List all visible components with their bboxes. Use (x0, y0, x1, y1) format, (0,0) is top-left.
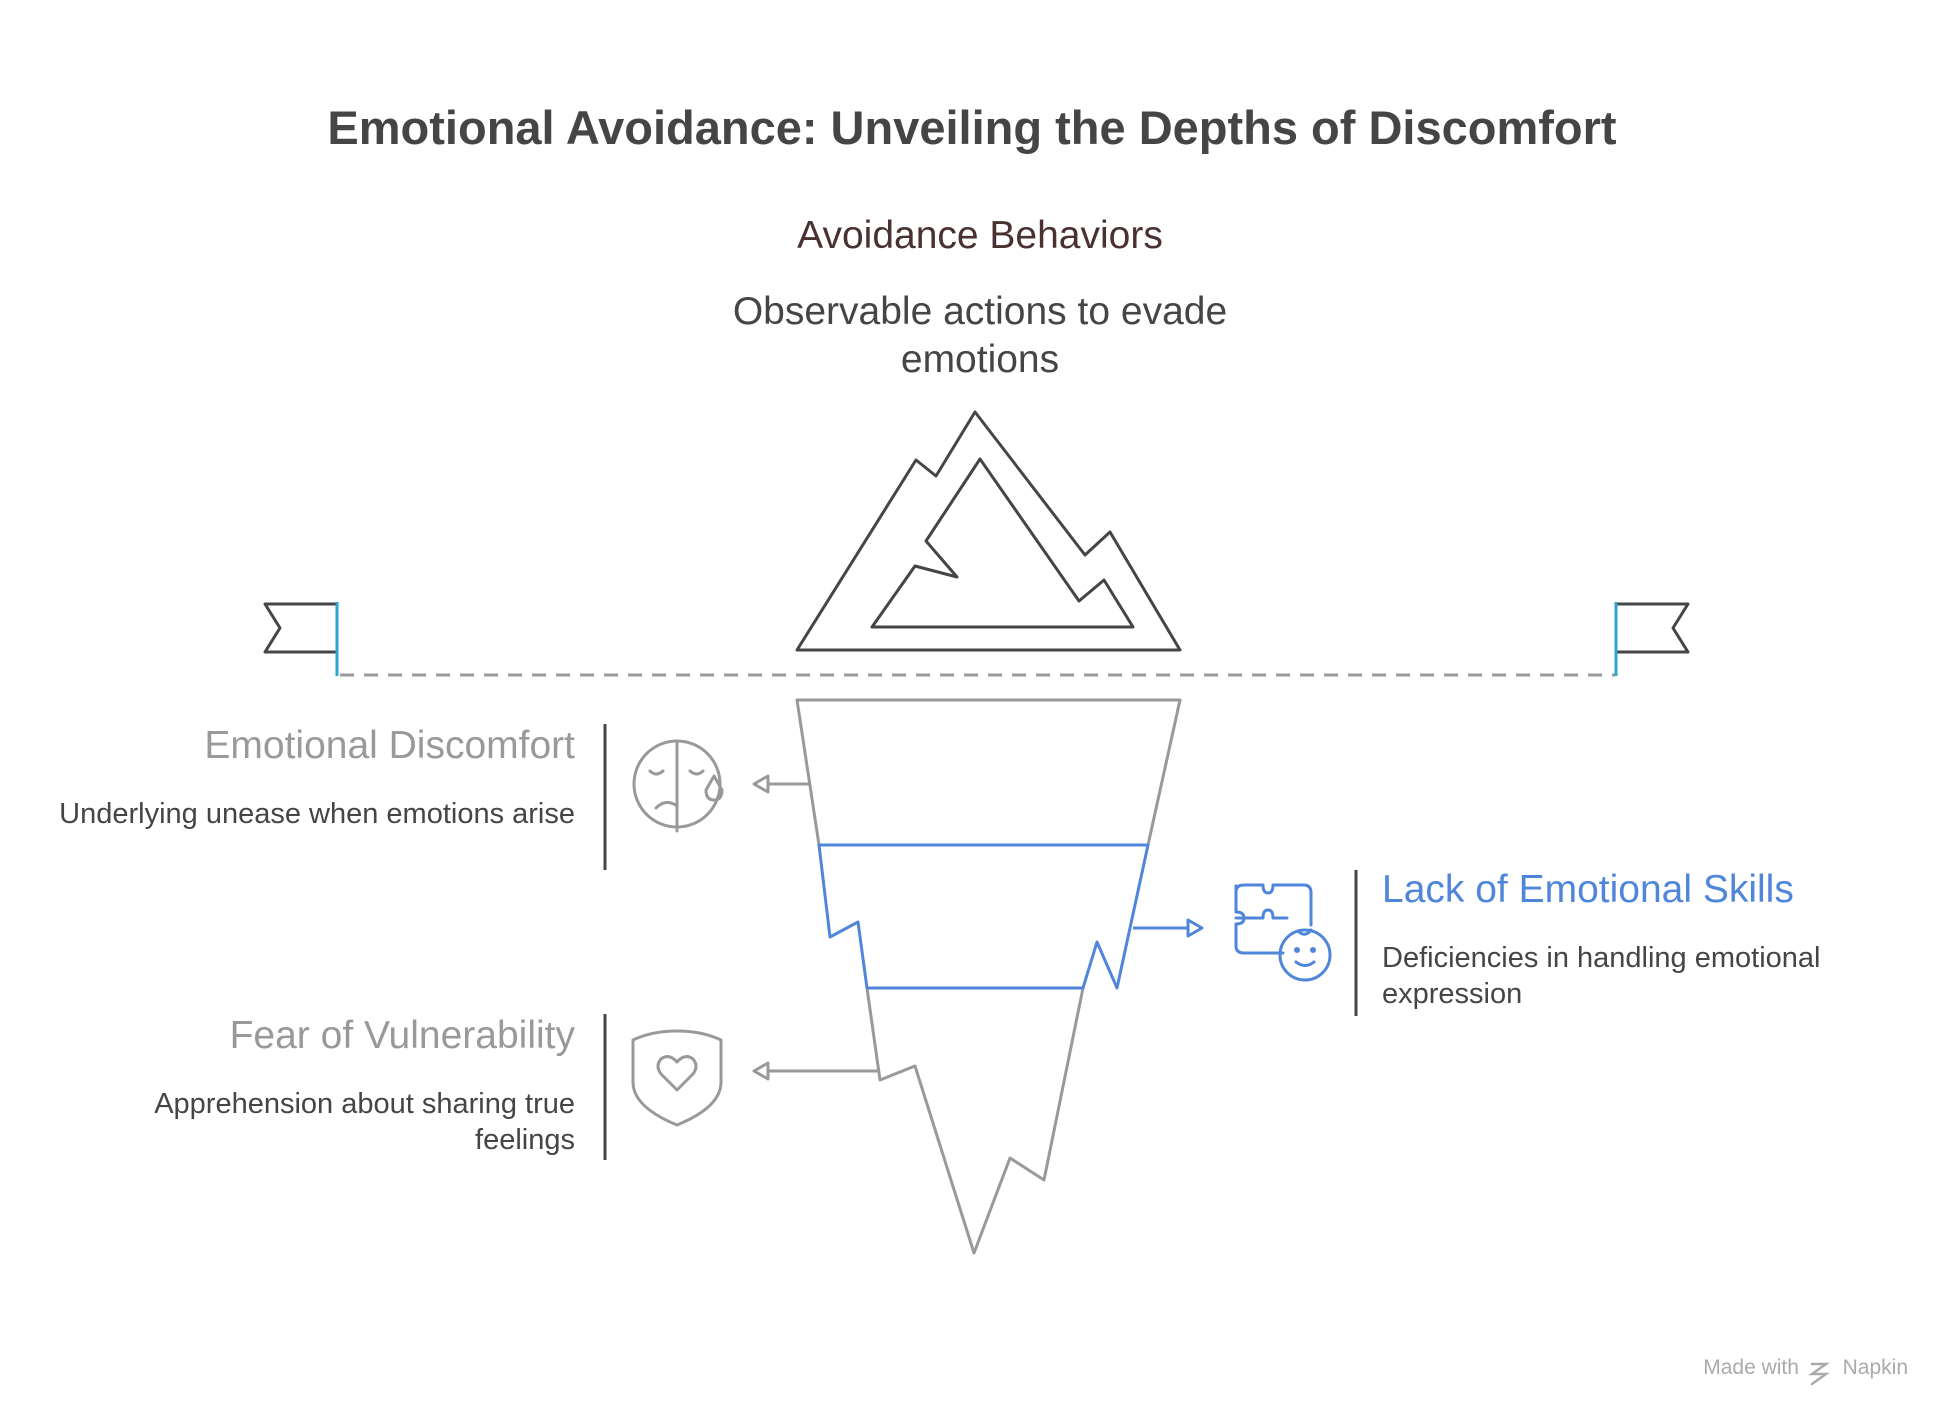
sad-face-tear-icon (632, 739, 724, 833)
napkin-logo-icon (1808, 1362, 1830, 1386)
layer-fear-of-vulnerability (865, 986, 1085, 1255)
shield-heart-icon (631, 1029, 723, 1127)
made-with-napkin-credit: Made with Napkin (1703, 1356, 1908, 1380)
right-flag-icon (1614, 602, 1690, 676)
left-flag-icon (263, 602, 339, 676)
emotional-discomfort-description: Underlying unease when emotions arise (59, 798, 575, 830)
fear-of-vulnerability-description: Apprehension about sharing true feelings (154, 1088, 575, 1156)
credit-prefix: Made with (1703, 1356, 1799, 1379)
lack-of-emotional-skills-heading: Lack of Emotional Skills (1382, 868, 1794, 911)
credit-brand: Napkin (1842, 1356, 1908, 1379)
avoidance-behaviors-heading: Avoidance Behaviors (797, 214, 1163, 257)
avoidance-behaviors-description: Observable actions to evade emotions (732, 290, 1228, 381)
iceberg-tip-icon (795, 410, 1182, 652)
arrow-lack-of-emotional-skills (1133, 918, 1204, 938)
layer-lack-of-emotional-skills (817, 843, 1150, 990)
puzzle-child-icon (1234, 883, 1332, 982)
lack-of-emotional-skills-description: Deficiencies in handling emotional expre… (1382, 942, 1821, 1010)
emotional-discomfort-heading: Emotional Discomfort (204, 724, 575, 767)
arrow-emotional-discomfort (752, 774, 809, 794)
arrow-fear-of-vulnerability (752, 1061, 880, 1081)
layer-emotional-discomfort (795, 698, 1182, 847)
page-title: Emotional Avoidance: Unveiling the Depth… (327, 101, 1617, 154)
fear-of-vulnerability-heading: Fear of Vulnerability (229, 1014, 575, 1057)
